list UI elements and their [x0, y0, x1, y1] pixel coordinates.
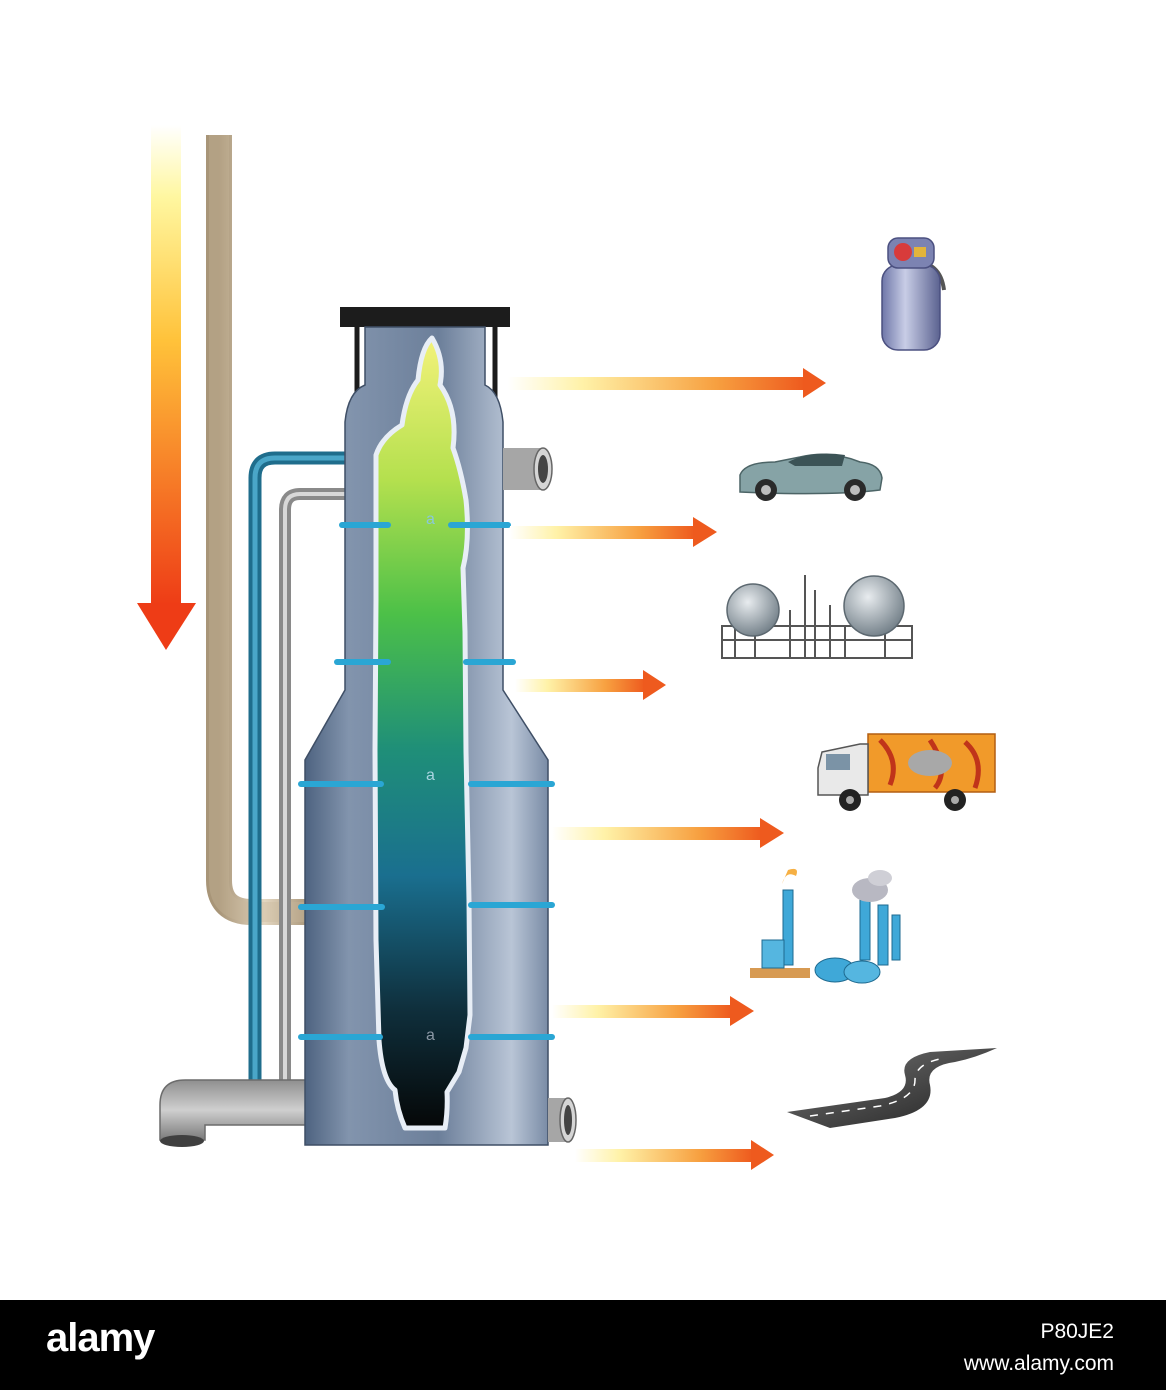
bottom-outlet-pipe: [159, 1079, 311, 1147]
road-icon: [787, 1048, 997, 1128]
reflux-pipe: [248, 451, 345, 1085]
return-pipe: [279, 488, 345, 1085]
column-trays: [298, 522, 555, 1040]
output-arrow-bitumen: [575, 1140, 774, 1170]
output-arrow-diesel: [552, 818, 784, 848]
column-marker: a: [426, 767, 435, 784]
gas-cylinder-icon: [881, 237, 946, 351]
product-arrows: [508, 368, 826, 1170]
column-markers: a a a: [426, 511, 435, 1044]
column-cutaway-fluid: [372, 335, 473, 1131]
site-url: www.alamy.com: [963, 1352, 1114, 1375]
output-arrow-naphtha: [515, 670, 666, 700]
refinery-tanks-icon: [721, 575, 913, 659]
watermark-footer: alamy P80JE2 www.alamy.com: [0, 1300, 1166, 1390]
output-arrow-lpg: [508, 368, 826, 398]
heat-input-arrow: [137, 125, 196, 650]
side-nozzle-lower: [548, 1097, 577, 1143]
brand-logo: alamy: [46, 1316, 155, 1360]
column-marker: a: [426, 1027, 435, 1044]
factory-icon: [750, 868, 901, 984]
truck-icon: [817, 733, 996, 811]
car-icon: [739, 453, 883, 501]
output-arrow-petrol: [510, 517, 717, 547]
side-nozzle-upper: [503, 447, 553, 491]
feed-pipe: [206, 135, 310, 925]
output-arrow-fuel-oil: [552, 996, 754, 1026]
column-top-cap: [340, 307, 510, 400]
image-code: P80JE2: [1040, 1320, 1114, 1343]
column-marker: a: [426, 511, 435, 528]
